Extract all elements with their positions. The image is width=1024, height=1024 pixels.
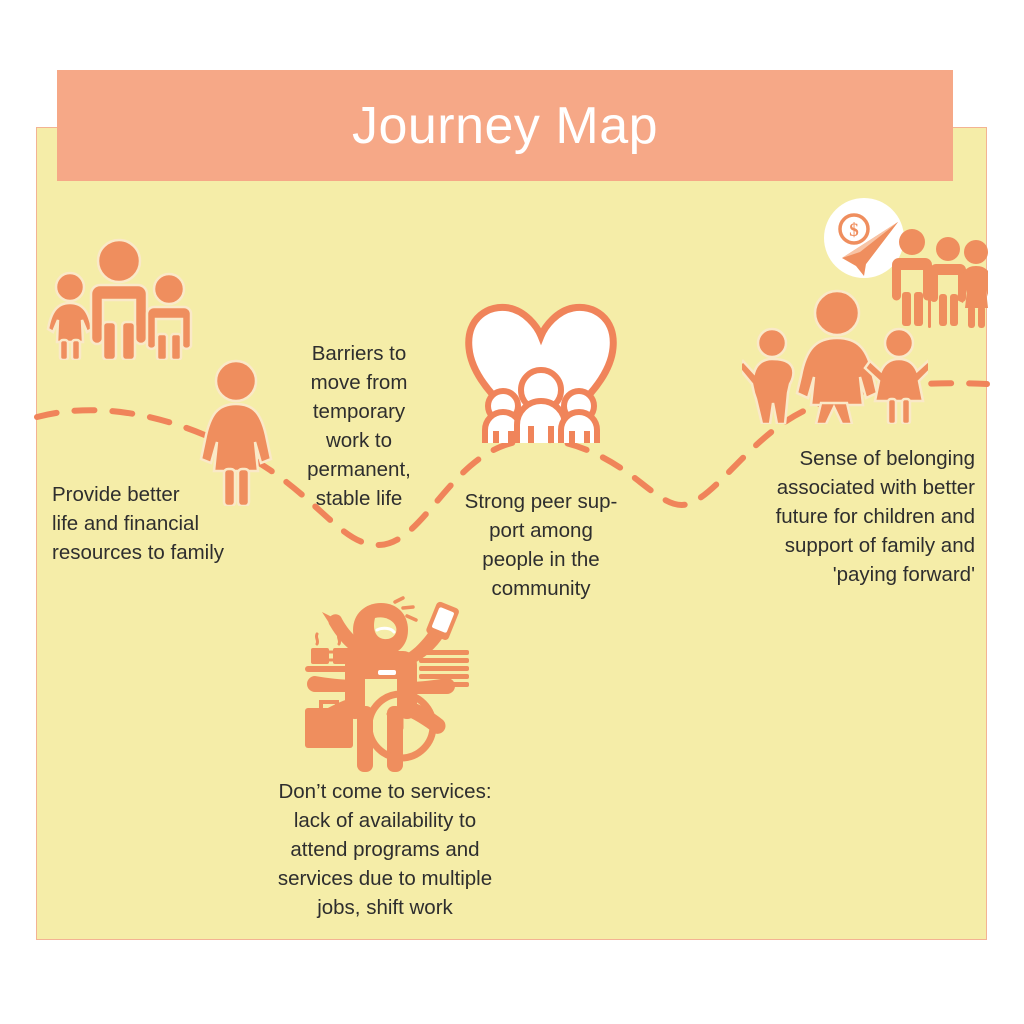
pen-icon	[322, 612, 334, 626]
heart-with-people-icon	[461, 298, 621, 443]
caption-provide-resources: Provide better life and financial resour…	[52, 483, 225, 564]
money-paperplane-and-elderly-family: $	[822, 196, 998, 336]
clock-icon	[365, 690, 437, 762]
single-woman-icon	[191, 356, 281, 508]
documents-icon	[419, 650, 469, 687]
overworked-person-icon	[291, 596, 471, 774]
caption-barriers-to-services: Don’t come to services: lack of availabi…	[277, 780, 493, 919]
adult-man-figure	[892, 229, 932, 326]
mother-with-children-icon	[736, 281, 934, 426]
caption-barriers: Barriers to move from temporary work to …	[307, 342, 411, 510]
dollar-coin-icon: $	[838, 213, 870, 245]
caption-peer-support: Strong peer sup- port among people in th…	[464, 490, 618, 600]
briefcase-icon	[305, 700, 353, 748]
phone-icon	[426, 601, 459, 640]
cane-left	[928, 276, 931, 328]
svg-text:$: $	[849, 220, 859, 241]
tie-detail	[378, 670, 396, 675]
page-title: Journey Map	[351, 96, 659, 155]
steam	[314, 632, 342, 646]
family-group-icon	[45, 234, 193, 362]
elderly-man-figure	[928, 237, 966, 328]
stress-lines	[393, 596, 418, 622]
coffee-cups-icon	[311, 632, 362, 664]
elderly-woman-figure	[957, 240, 998, 328]
caption-sense-of-belonging: Sense of belonging associated with bette…	[775, 447, 975, 586]
tray	[305, 666, 355, 672]
money-paperplane-icon	[842, 222, 898, 276]
header-bar: Journey Map	[57, 70, 953, 181]
